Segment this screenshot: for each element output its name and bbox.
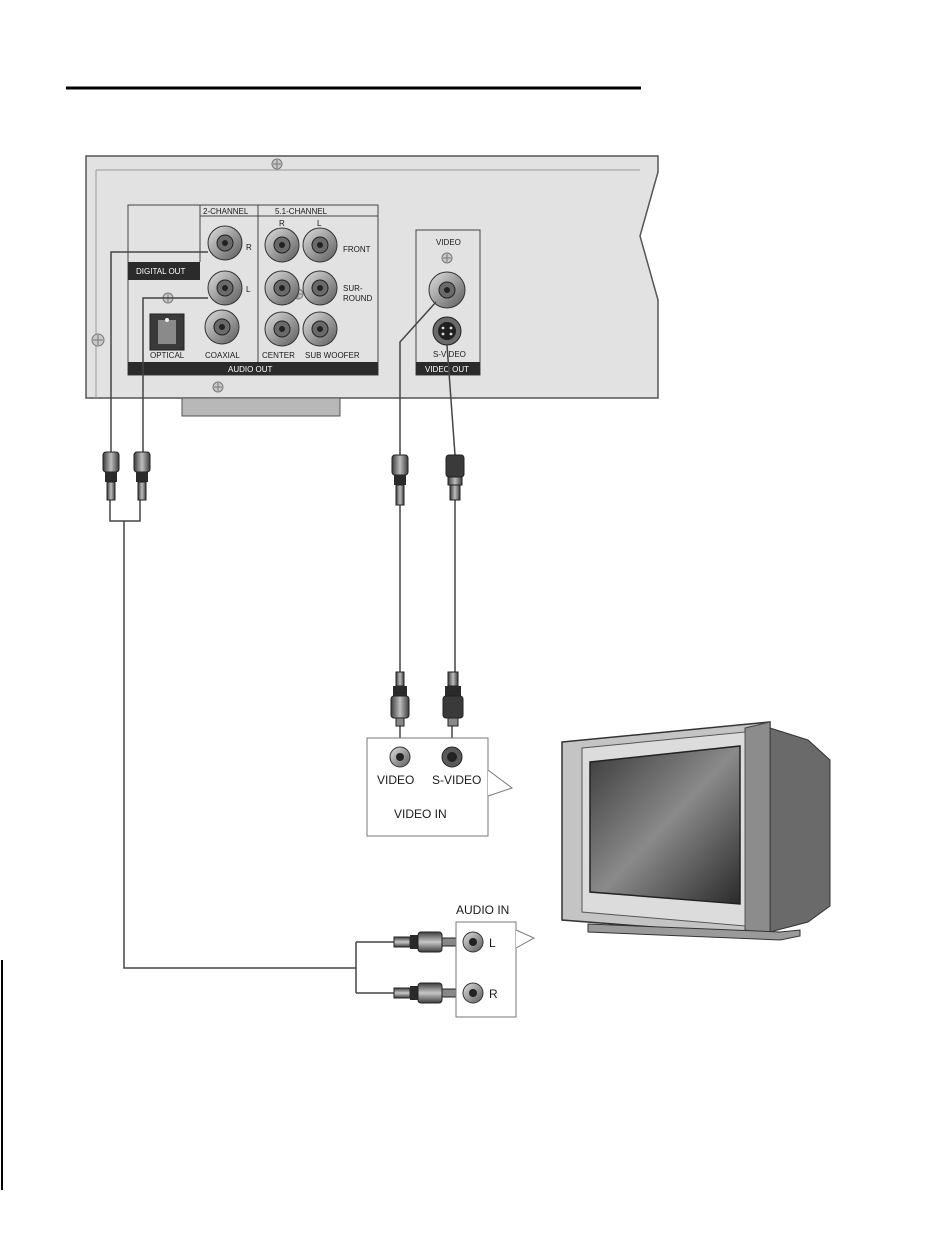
- player-video-label: VIDEO: [436, 238, 461, 247]
- screw-icon: [272, 159, 282, 169]
- jack-front-r: [265, 228, 299, 262]
- s-video-port: [433, 317, 461, 345]
- video-in-label: VIDEO IN: [394, 807, 447, 821]
- tv-audio-l-label: L: [489, 936, 496, 950]
- jack-coaxial: [205, 310, 239, 344]
- rca-plug: [392, 455, 408, 505]
- video-out-label: VIDEO OUT: [425, 365, 469, 374]
- front-label: FRONT: [343, 245, 371, 254]
- rca-plug: [394, 932, 456, 952]
- front-l-label: L: [317, 219, 322, 228]
- jack-tv-audio-r: [463, 983, 483, 1003]
- tv-s-video-label: S-VIDEO: [432, 773, 481, 787]
- optical-label: OPTICAL: [150, 351, 185, 360]
- screw-icon: [92, 334, 104, 346]
- jack-surround-l: [303, 271, 337, 305]
- digital-out-label: DIGITAL OUT: [136, 267, 185, 276]
- jack-center: [265, 312, 299, 346]
- rca-plug: [103, 452, 119, 500]
- surround-label-line1: SUR-: [343, 284, 363, 293]
- center-label: CENTER: [262, 351, 295, 360]
- jack-tv-video-in: [390, 747, 410, 767]
- jack-surround-r: [265, 271, 299, 305]
- rca-plug: [391, 672, 409, 726]
- screw-icon: [442, 253, 452, 263]
- jack-front-l: [303, 228, 337, 262]
- surround-label-line2: ROUND: [343, 294, 373, 303]
- s-video-plug: [446, 455, 464, 500]
- sub-woofer-label: SUB WOOFER: [305, 351, 360, 360]
- jack-tv-s-video-in: [442, 747, 462, 767]
- jack-video-out: [429, 272, 465, 308]
- jack-2ch-l: [208, 271, 242, 305]
- audio-out-label: AUDIO OUT: [228, 365, 273, 374]
- front-r-label: R: [279, 219, 285, 228]
- two-channel-label: 2-CHANNEL: [203, 207, 249, 216]
- player-rear-panel: 2-CHANNEL 5.1-CHANNEL DIGITAL OUT AUDIO …: [86, 156, 658, 416]
- s-video-plug: [443, 672, 463, 726]
- screw-icon: [213, 382, 223, 392]
- five-one-channel-label: 5.1-CHANNEL: [275, 207, 328, 216]
- optical-port: [150, 314, 184, 350]
- rca-plug: [134, 452, 150, 500]
- player-foot: [182, 398, 340, 416]
- jack-sub-woofer: [303, 312, 337, 346]
- rca-plug: [394, 983, 456, 1003]
- jack-tv-audio-l: [463, 932, 483, 952]
- television-icon: [562, 722, 830, 940]
- jack-2ch-r: [208, 226, 242, 260]
- audio-in-label: AUDIO IN: [456, 903, 509, 917]
- tv-video-label: VIDEO: [377, 773, 414, 787]
- jack-r-label: R: [246, 243, 252, 252]
- tv-audio-in-panel: AUDIO IN L R: [456, 903, 534, 1017]
- player-s-video-label: S-VIDEO: [433, 350, 466, 359]
- tv-video-in-panel: VIDEO S-VIDEO VIDEO IN: [367, 738, 512, 836]
- jack-l-label: L: [246, 285, 251, 294]
- tv-audio-r-label: R: [489, 987, 498, 1001]
- coaxial-label: COAXIAL: [205, 351, 240, 360]
